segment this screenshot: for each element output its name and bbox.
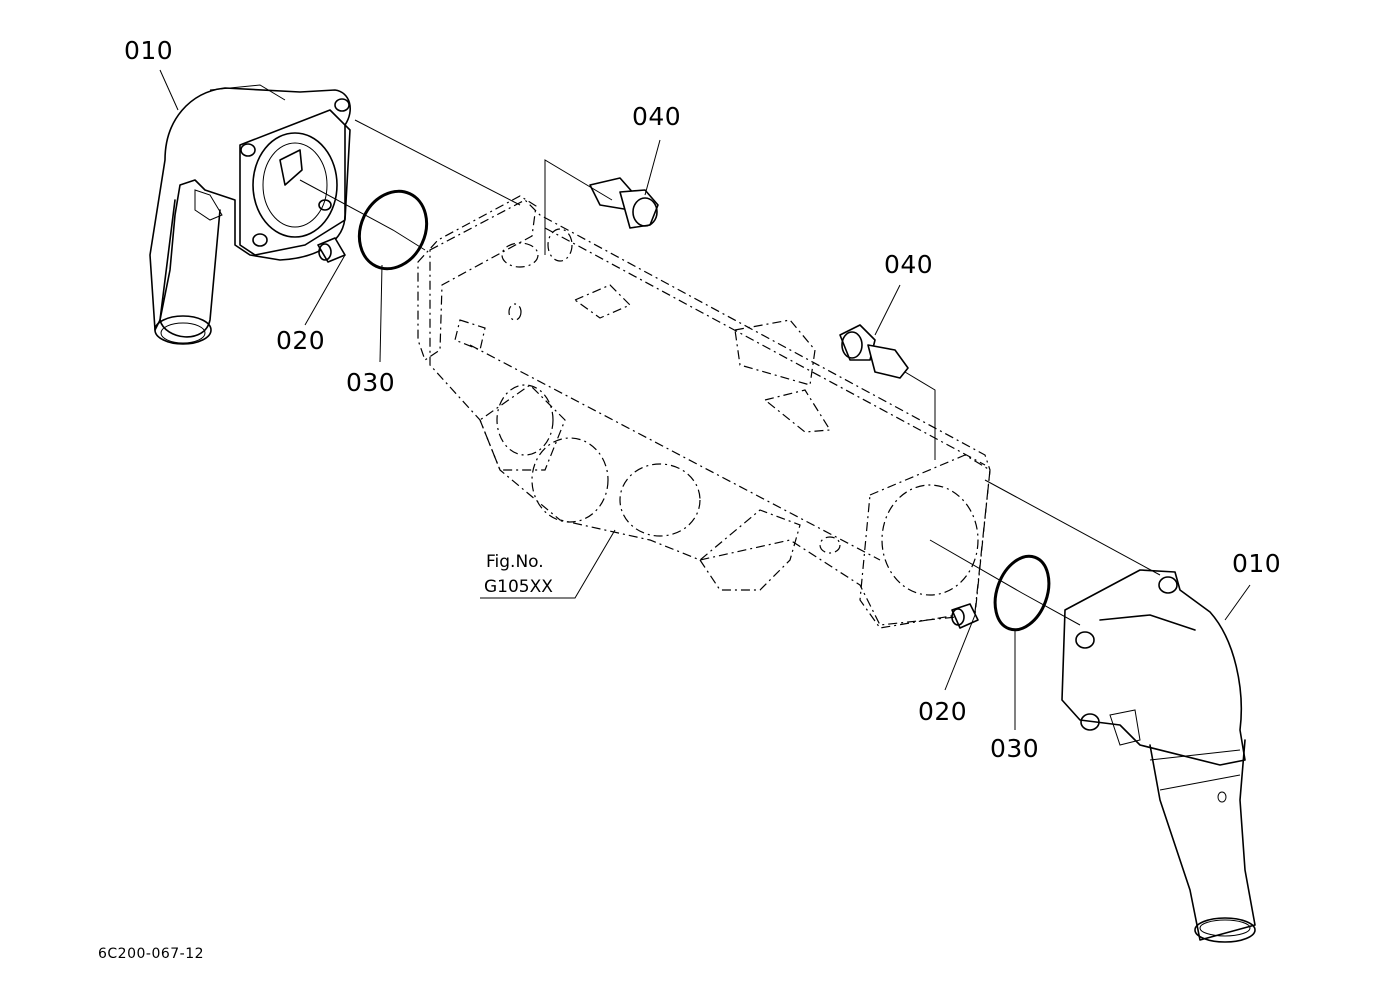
- outlet-elbow-left: [149, 84, 351, 345]
- fitting-top: [589, 177, 659, 229]
- callout-010-right: 010: [1232, 549, 1282, 578]
- o-ring-right: [993, 554, 1051, 632]
- callout-030-right: 030: [990, 734, 1040, 763]
- callout-040-top: 040: [632, 102, 682, 131]
- fitting-mid: [839, 324, 909, 379]
- leader-lines: [159, 69, 1251, 730]
- callout-020-right: 020: [918, 697, 968, 726]
- callout-040-mid: 040: [884, 250, 934, 279]
- pin-right: [951, 603, 979, 629]
- o-ring-left: [357, 189, 429, 271]
- figure-reference-line1: Fig.No.: [486, 552, 544, 572]
- outlet-elbow-right: [1061, 569, 1256, 943]
- figure-reference-line2: G105XX: [484, 577, 553, 597]
- callout-030-left: 030: [346, 368, 396, 397]
- pin-left: [317, 237, 346, 263]
- drawing-code: 6C200-067-12: [98, 946, 205, 962]
- manifold-body: [417, 195, 991, 629]
- callout-010-top-left: 010: [124, 36, 174, 65]
- callout-020-left: 020: [276, 326, 326, 355]
